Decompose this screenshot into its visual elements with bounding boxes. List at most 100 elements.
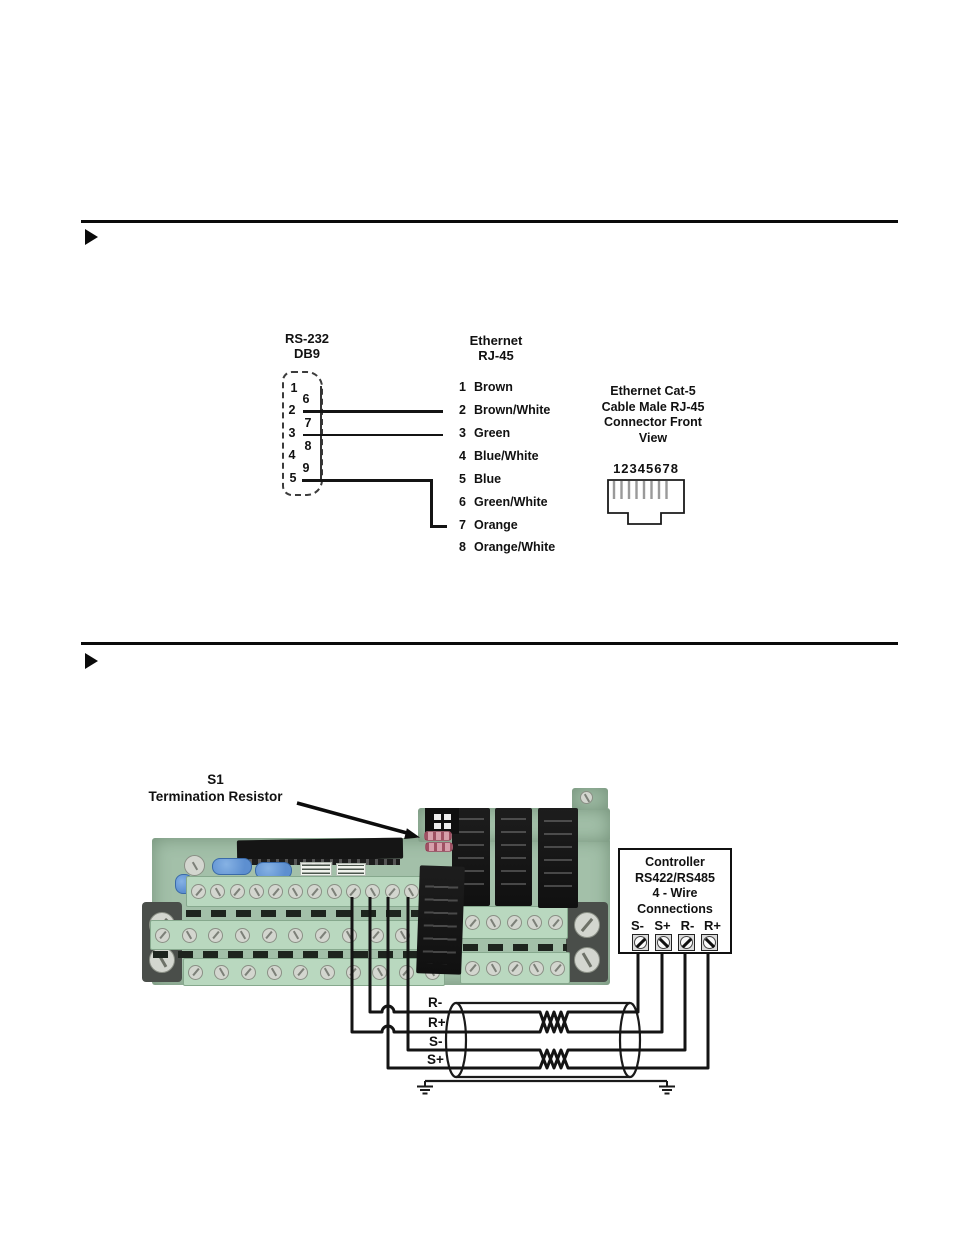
rj45-contact-pins xyxy=(612,481,668,499)
terminal-screw xyxy=(398,964,414,980)
board-photo xyxy=(0,0,954,986)
terminal-screw xyxy=(528,960,544,976)
pin-number: 7 xyxy=(459,518,466,532)
terminal-screw xyxy=(507,960,523,976)
terminal-screw-icon xyxy=(678,934,695,951)
controller-title-line: Connections xyxy=(637,901,713,916)
terminal-screw-icon xyxy=(701,934,718,951)
wire-label: S+ xyxy=(427,1052,444,1067)
terminal-screw xyxy=(293,964,309,980)
rj45-pin-row: 2 Brown/White xyxy=(452,402,550,418)
board-screw xyxy=(580,791,593,804)
db9-connector-outline xyxy=(282,371,323,496)
cat5-caption: Ethernet Cat-5 Cable Male RJ-45 Connecto… xyxy=(580,384,726,446)
terminal-screw xyxy=(240,964,256,980)
terminal-row xyxy=(620,934,730,951)
controller-title-line: 4 - Wire xyxy=(652,886,698,900)
terminal-screw xyxy=(268,884,284,899)
terminal-screw xyxy=(319,964,335,980)
controller-box: Controller RS422/RS485 4 - Wire Connecti… xyxy=(618,848,732,954)
wire-label: S- xyxy=(429,1034,443,1049)
terminal-strip xyxy=(460,906,568,939)
terminal-screw xyxy=(261,927,277,943)
wire-line-pin5-end xyxy=(430,525,447,528)
terminal-screw-icon xyxy=(655,934,672,951)
terminal-screw xyxy=(181,927,197,943)
terminal-screw xyxy=(307,884,323,899)
termination-resistor xyxy=(425,842,453,852)
rj45-title-line2: RJ-45 xyxy=(478,348,514,363)
terminal-slots xyxy=(153,951,441,958)
terminal-screw xyxy=(368,927,384,943)
terminal-screw xyxy=(384,884,400,899)
figure-rs485-wiring: S1 Termination Resistor xyxy=(0,0,954,1095)
rj45-pin-row: 1 Brown xyxy=(452,379,513,395)
relay xyxy=(495,808,532,906)
rj45-title: Ethernet RJ-45 xyxy=(451,333,541,363)
terminal-screw xyxy=(208,927,224,943)
pin-color: Green/White xyxy=(474,495,548,509)
mounting-block-right xyxy=(566,902,608,982)
pin-number: 2 xyxy=(459,403,466,417)
s1-callout-line1: S1 xyxy=(207,772,224,787)
db9-pin: 5 xyxy=(289,471,297,485)
pin-number: 6 xyxy=(459,495,466,509)
rj45-pin-row: 5 Blue xyxy=(452,471,501,487)
terminal-screw xyxy=(506,915,522,930)
terminal-screw xyxy=(315,927,331,943)
terminal-screw xyxy=(188,964,203,980)
terminal-screw xyxy=(550,960,565,976)
pin-number: 8 xyxy=(459,540,466,554)
terminal-screw xyxy=(266,964,282,980)
terminal-screw xyxy=(287,884,303,899)
controller-title-line: RS422/RS485 xyxy=(635,870,715,885)
db9-pin: 6 xyxy=(302,392,310,406)
terminal-strip xyxy=(183,958,445,986)
ground-icon xyxy=(417,1081,433,1095)
terminal-slots xyxy=(463,944,567,951)
terminal-screw xyxy=(214,964,230,980)
connector-strip xyxy=(236,837,404,862)
pin-number: 5 xyxy=(459,472,466,486)
terminal-label: R+ xyxy=(704,918,721,933)
terminal-screw xyxy=(485,915,501,930)
cat5-caption-line: Cable Male RJ-45 xyxy=(601,399,705,414)
rj45-pin-row: 3 Green xyxy=(452,425,510,441)
pin-number: 3 xyxy=(459,426,466,440)
terminal-screw xyxy=(527,915,543,930)
terminal-screw xyxy=(229,884,245,899)
wire-label: R- xyxy=(428,995,443,1010)
silkscreen-text xyxy=(300,862,332,876)
silkscreen-text xyxy=(336,863,366,876)
terminal-screw xyxy=(249,884,265,899)
terminal-screw-icon xyxy=(632,934,649,951)
terminal-screw xyxy=(191,884,206,899)
db9-pin: 2 xyxy=(288,403,296,417)
pin-color: Orange/White xyxy=(474,540,556,554)
terminal-screw xyxy=(372,964,388,980)
cat5-caption-line: View xyxy=(638,430,668,445)
callout-arrow xyxy=(296,801,420,839)
terminal-screw xyxy=(235,927,251,943)
pin-color: Brown/White xyxy=(474,403,551,417)
terminal-screw xyxy=(395,927,411,943)
terminal-screw xyxy=(155,927,170,943)
pin-color: Green xyxy=(474,426,511,440)
section-divider xyxy=(81,642,898,645)
pin-color: Brown xyxy=(474,380,513,394)
wire-line-pin2 xyxy=(303,410,443,413)
rj45-pin-row: 8 Orange/White xyxy=(452,539,555,555)
db9-pin: 8 xyxy=(304,439,312,453)
s1-callout: S1 Termination Resistor xyxy=(138,771,293,805)
terminal-screw xyxy=(465,915,480,930)
terminal-screw xyxy=(486,960,502,976)
pin-number: 1 xyxy=(459,380,466,394)
terminal-slots xyxy=(186,910,436,917)
terminal-label: S+ xyxy=(654,918,671,933)
pin-color: Blue xyxy=(474,472,502,486)
terminal-strip xyxy=(460,952,570,984)
terminal-strip xyxy=(150,920,442,950)
controller-title-line: Controller xyxy=(645,855,705,869)
